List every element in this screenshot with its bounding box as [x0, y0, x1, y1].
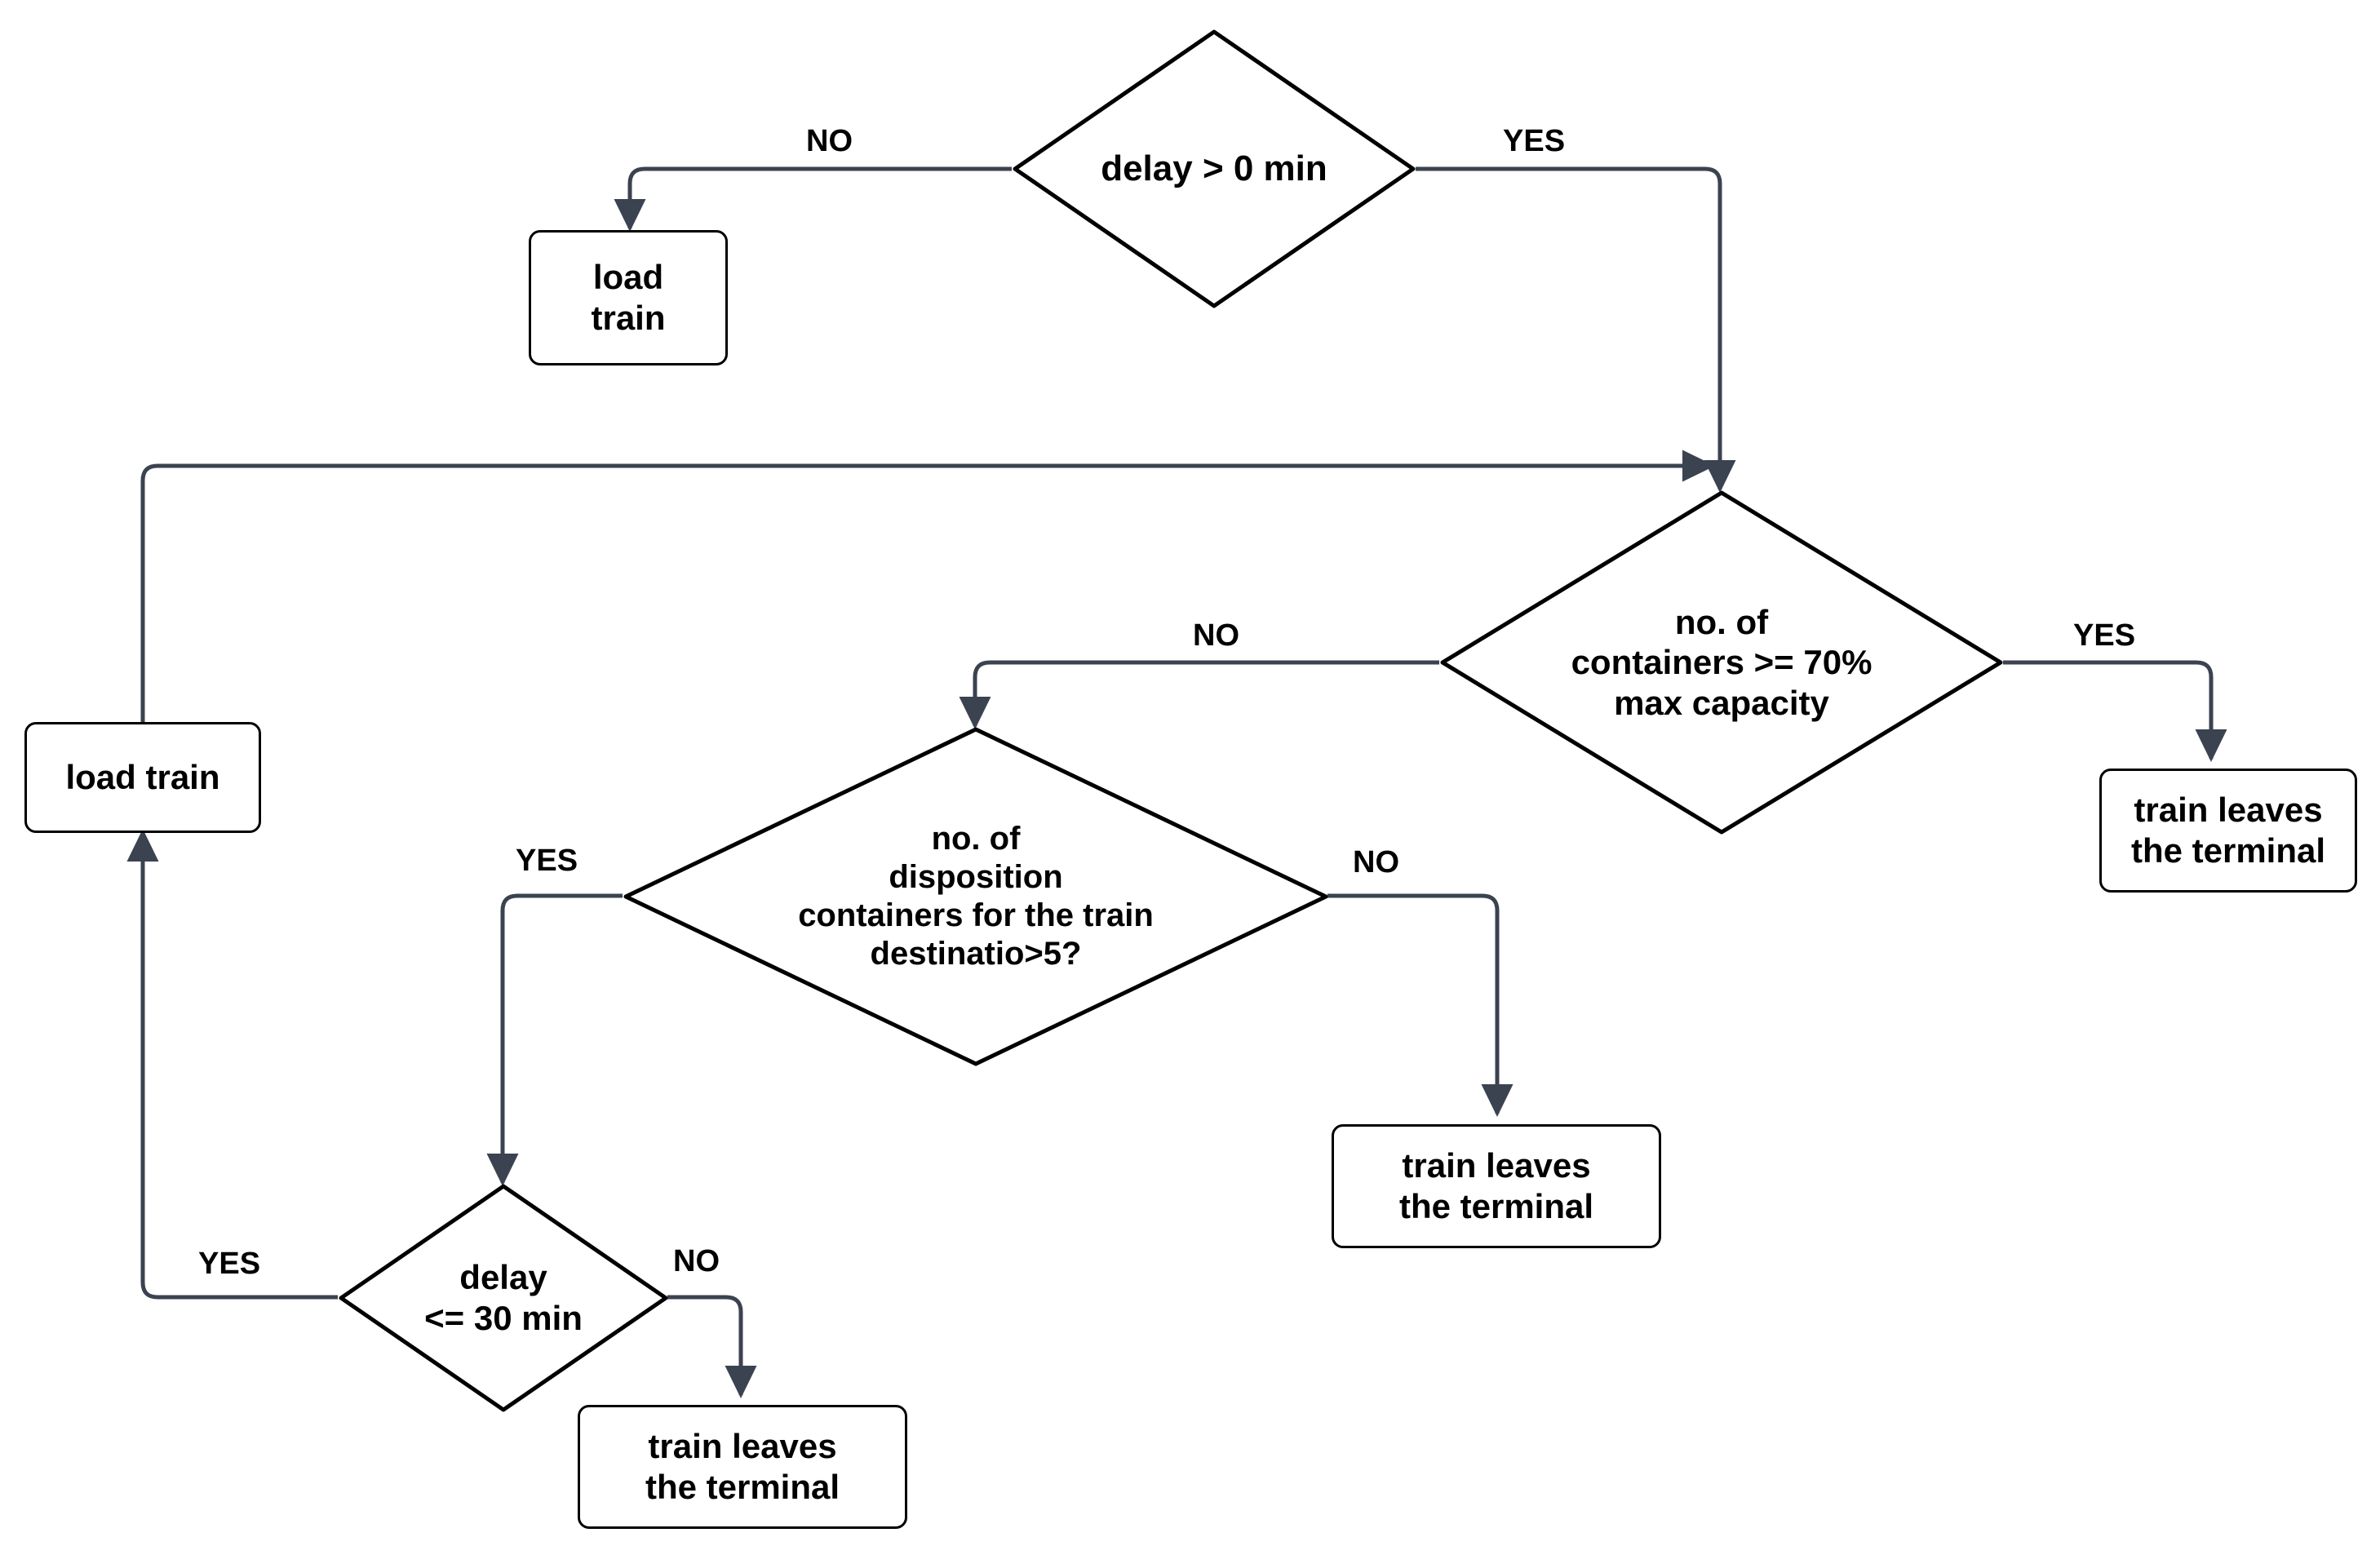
- decision-disposition-containers-greater-than-5[interactable]: no. of disposition containers for the tr…: [623, 726, 1329, 1067]
- terminal-train-leaves-bottom[interactable]: train leaves the terminal: [578, 1405, 907, 1529]
- edge-label-containers-70-yes: YES: [2073, 618, 2136, 653]
- edge-delay-gt-0-yes: [1416, 166, 1736, 494]
- process-load-train-left-label: load train: [65, 758, 220, 797]
- edge-containers-70-yes: [2003, 660, 2227, 763]
- decision-containers-70-percent[interactable]: no. of containers >= 70% max capacity: [1439, 489, 2004, 835]
- process-load-train-top-label: load train: [591, 258, 666, 337]
- terminal-train-leaves-right-label: train leaves the terminal: [2130, 791, 2326, 870]
- diamond-shape: [1013, 29, 1416, 308]
- edge-delay-gt-0-no: [614, 166, 1012, 233]
- edge-label-delay-gt-0-yes: YES: [1503, 124, 1566, 158]
- terminal-train-leaves-middle[interactable]: train leaves the terminal: [1332, 1124, 1661, 1248]
- edge-delay-lte-30-yes: [126, 828, 338, 1300]
- edge-load-train-left-to-containers: [140, 450, 1716, 722]
- edge-disposition-yes: [486, 893, 623, 1187]
- edge-label-disposition-yes: YES: [516, 844, 578, 878]
- terminal-train-leaves-right[interactable]: train leaves the terminal: [2099, 769, 2357, 893]
- edge-label-containers-70-no: NO: [1193, 618, 1239, 653]
- terminal-train-leaves-middle-label: train leaves the terminal: [1398, 1146, 1594, 1225]
- edge-label-delay-lte-30-yes: YES: [198, 1247, 261, 1281]
- edge-label-delay-lte-30-no: NO: [673, 1244, 720, 1278]
- process-load-train-left[interactable]: load train: [24, 722, 261, 833]
- decision-delay-greater-than-zero[interactable]: delay > 0 min: [1012, 29, 1416, 309]
- terminal-train-leaves-bottom-label: train leaves the terminal: [645, 1427, 840, 1506]
- diamond-shape: [1440, 490, 2003, 835]
- edge-label-disposition-no: NO: [1353, 845, 1399, 879]
- edge-label-delay-gt-0-no: NO: [806, 124, 853, 158]
- edge-delay-lte-30-no: [667, 1295, 757, 1399]
- diamond-shape: [623, 727, 1328, 1066]
- diamond-shape: [339, 1184, 668, 1412]
- process-load-train-top[interactable]: load train: [529, 230, 728, 365]
- decision-delay-lte-30-min[interactable]: delay <= 30 min: [338, 1183, 669, 1413]
- edge-disposition-no: [1327, 893, 1514, 1118]
- edge-containers-70-no: [959, 660, 1439, 730]
